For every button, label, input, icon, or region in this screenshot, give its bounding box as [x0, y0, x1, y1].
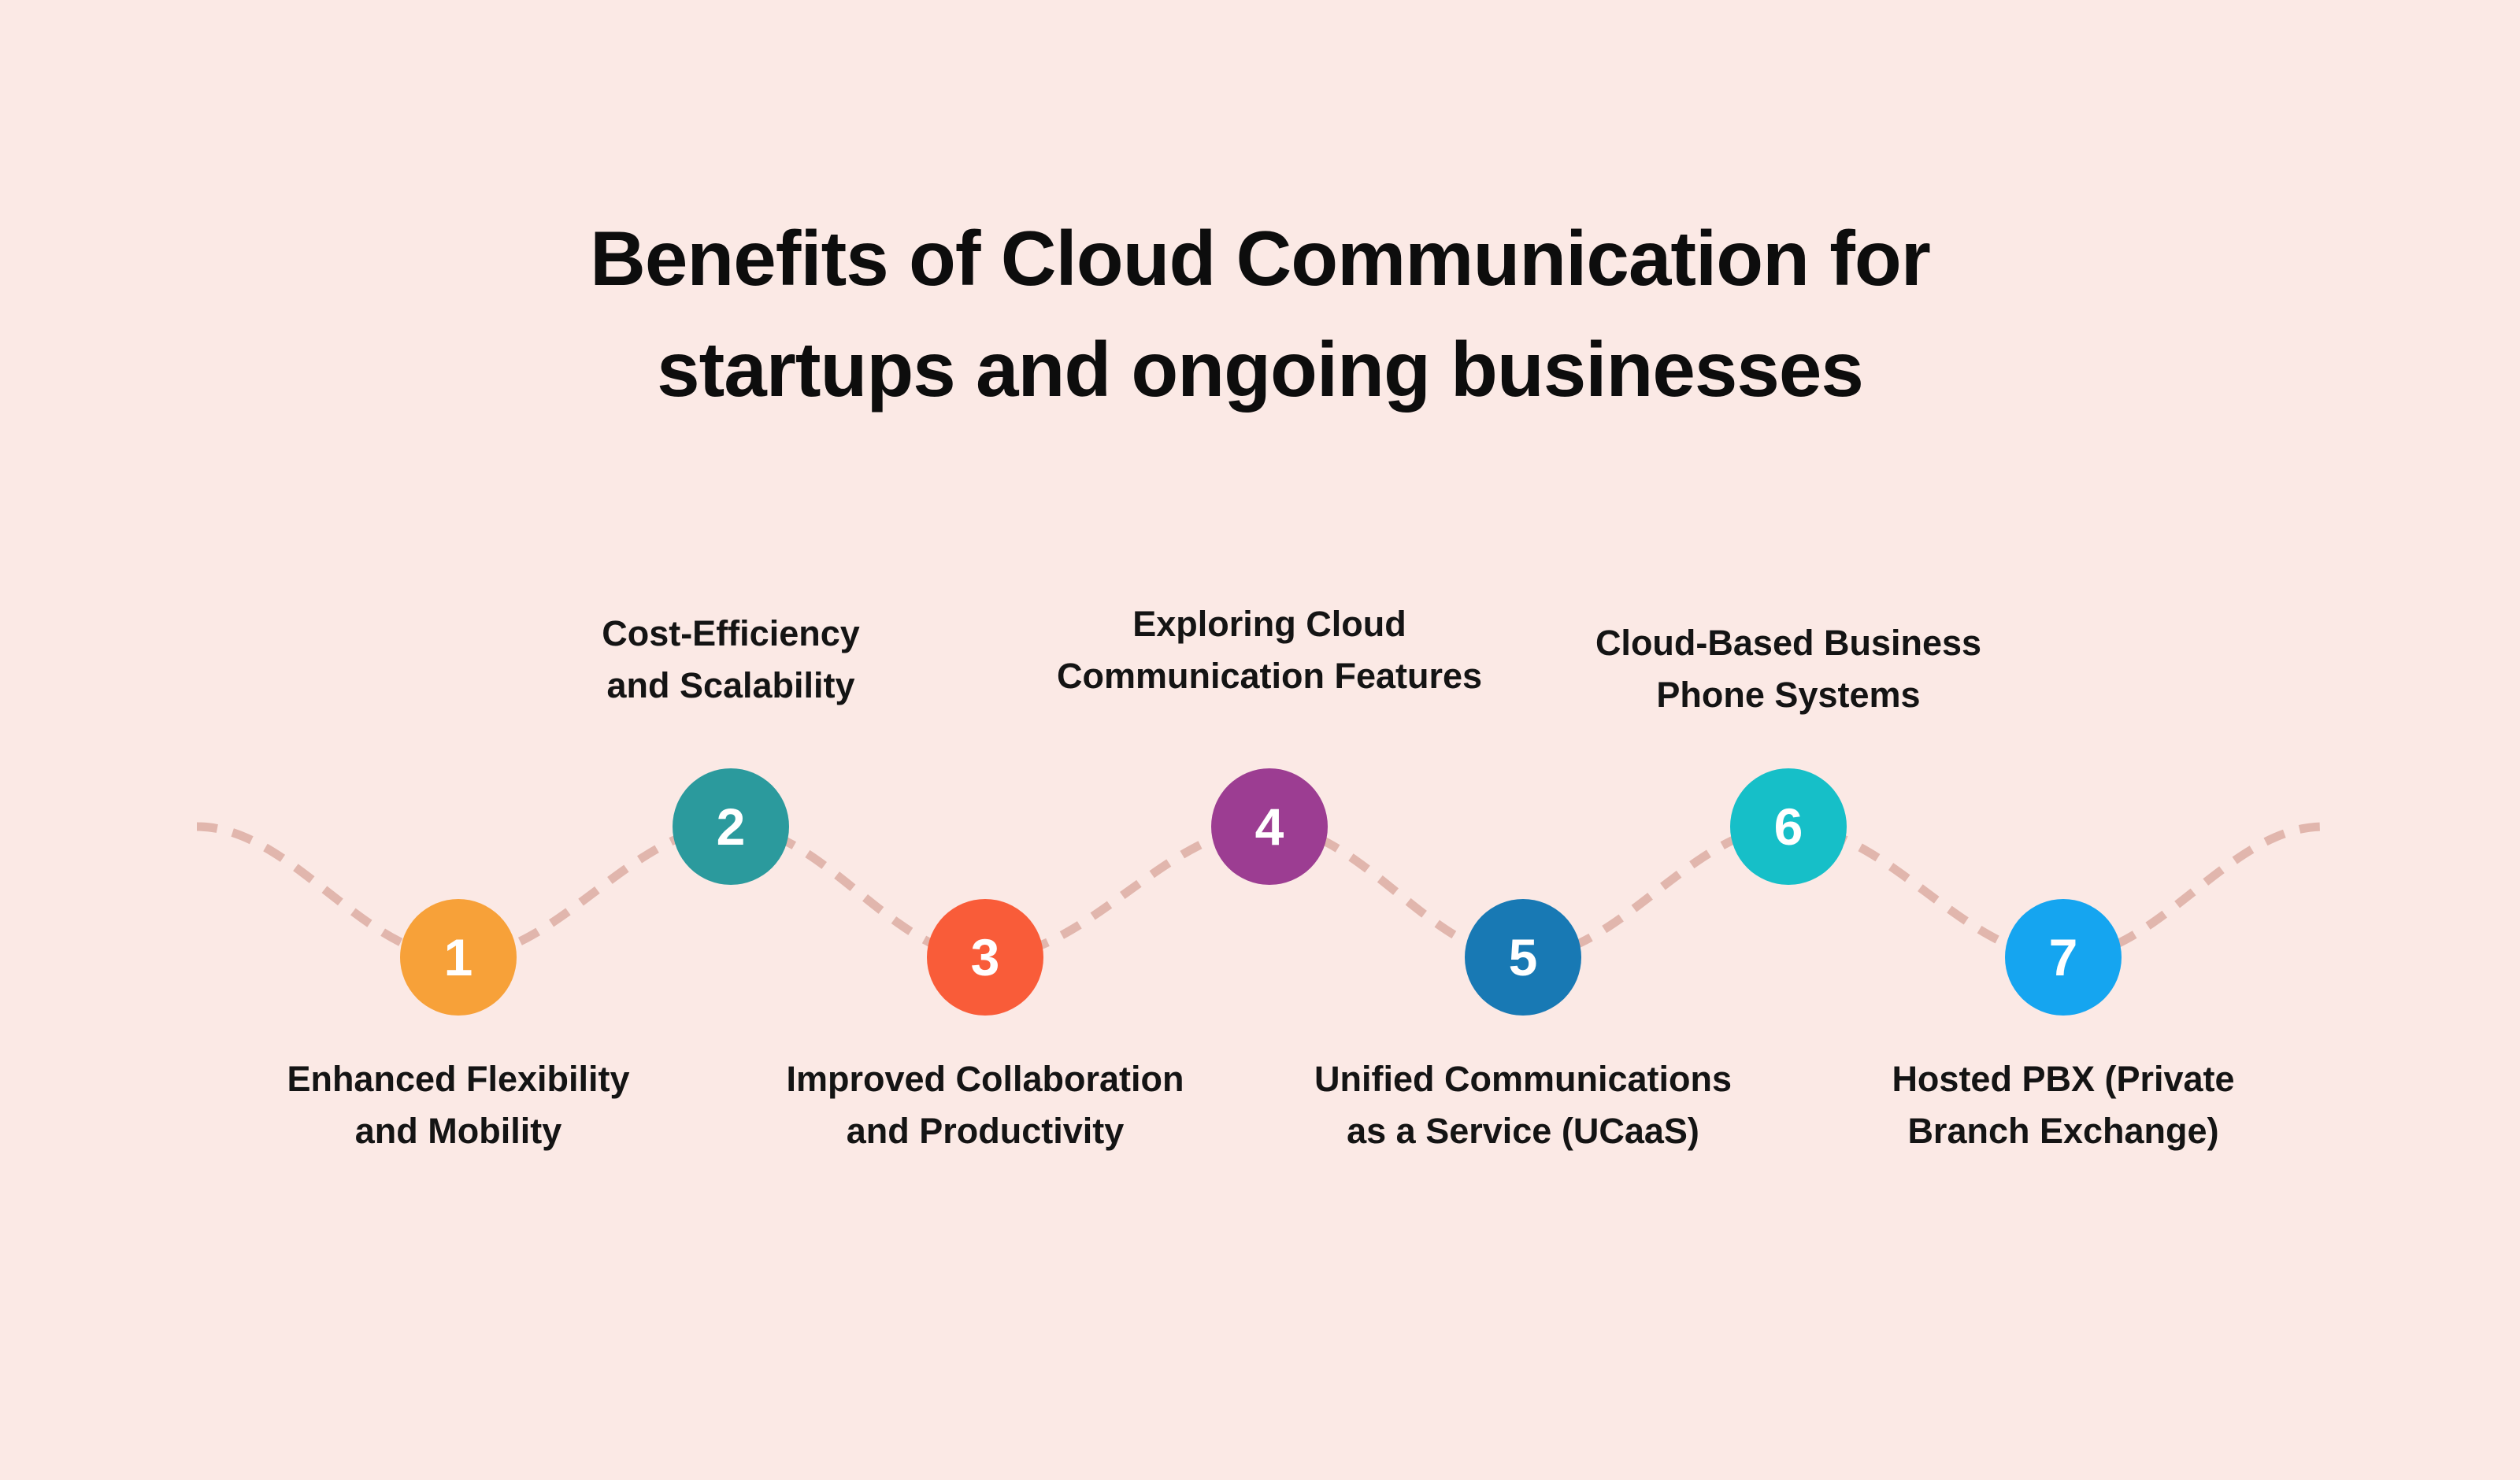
milestone-label: Improved Collaboration and Productivity	[786, 1059, 1184, 1152]
milestone-number: 2	[716, 797, 746, 856]
milestone-circle: 6	[1730, 768, 1847, 885]
milestone-circle: 2	[673, 768, 789, 885]
milestone-label: Unified Communications as a Service (UCa…	[1314, 1059, 1732, 1152]
milestone-number: 3	[970, 928, 1000, 986]
milestone-number: 6	[1773, 797, 1803, 856]
infographic-title: Benefits of Cloud Communication for star…	[590, 215, 1931, 413]
milestone-circle: 1	[400, 899, 517, 1016]
milestone-label: Exploring Cloud Communication Features	[1056, 604, 1483, 697]
milestone-number: 7	[2048, 928, 2078, 986]
milestone-circle: 3	[927, 899, 1043, 1016]
milestone-label: Enhanced Flexibility and Mobility	[287, 1059, 630, 1152]
milestone-circle: 7	[2005, 899, 2122, 1016]
milestone-number: 5	[1508, 928, 1538, 986]
milestone-label: Cloud-Based Business Phone Systems	[1595, 623, 1982, 716]
milestone-circle: 5	[1465, 899, 1581, 1016]
milestone-number: 4	[1254, 797, 1284, 856]
milestone-label: Cost-Efficiency and Scalability	[602, 613, 860, 706]
milestone-number: 1	[443, 928, 473, 986]
milestone-label: Hosted PBX (Private Branch Exchange)	[1892, 1059, 2235, 1152]
milestone-circle: 4	[1211, 768, 1328, 885]
